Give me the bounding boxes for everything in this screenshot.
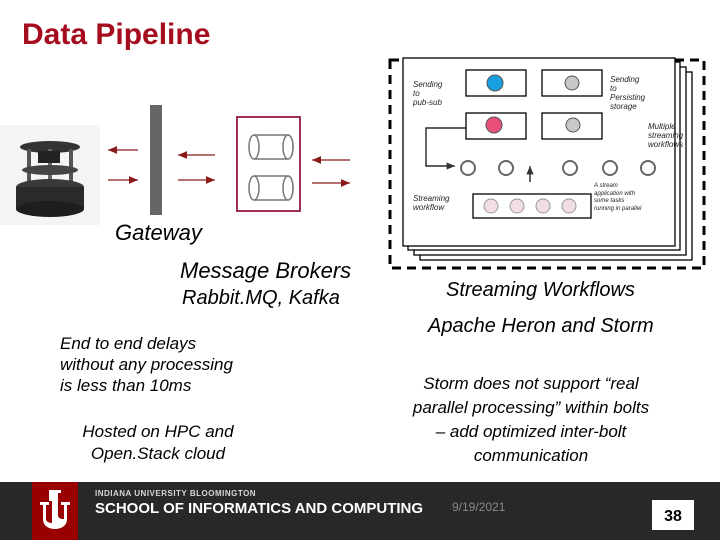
workflows-tech-label: Apache Heron and Storm bbox=[428, 315, 654, 337]
task-row bbox=[460, 160, 656, 176]
page-number: 38 bbox=[652, 500, 694, 530]
footer-date: 9/19/2021 bbox=[452, 500, 506, 514]
broker-queue-2 bbox=[248, 175, 294, 201]
storage-bolt bbox=[565, 117, 581, 133]
slide-title: Data Pipeline bbox=[22, 18, 211, 51]
pubsub-spout bbox=[486, 74, 504, 92]
workflows-label: Streaming Workflows bbox=[446, 279, 635, 301]
robot-gateway-arrows bbox=[108, 146, 138, 184]
broker-queue-1 bbox=[248, 134, 294, 160]
footer-university: INDIANA UNIVERSITY BLOOMINGTON bbox=[95, 489, 257, 498]
storage-spout bbox=[564, 75, 580, 91]
iu-logo-icon bbox=[32, 482, 78, 540]
robot-image bbox=[0, 125, 100, 225]
gateway-bar bbox=[150, 105, 162, 215]
footer-school: SCHOOL OF INFORMATICS AND COMPUTING bbox=[95, 500, 424, 517]
pubsub-bolt bbox=[485, 116, 503, 134]
stream-app-tasks bbox=[483, 198, 577, 214]
brokers-label: Message Brokers bbox=[180, 258, 352, 283]
footer-bar bbox=[0, 482, 720, 540]
brokers-tech-label: Rabbit.MQ, Kafka bbox=[182, 287, 340, 309]
gateway-broker-arrows bbox=[178, 151, 215, 184]
gateway-label: Gateway bbox=[115, 220, 202, 245]
broker-workflow-arrows bbox=[312, 156, 350, 187]
